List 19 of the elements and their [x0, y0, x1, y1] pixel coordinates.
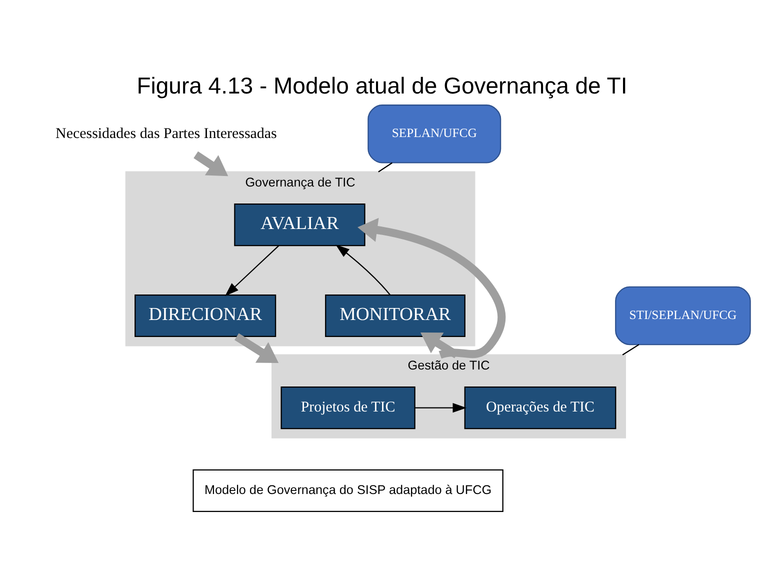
- node-box: SEPLAN/UFCG: [367, 104, 501, 163]
- node-box: AVALIAR: [234, 203, 365, 246]
- connector: [622, 344, 639, 355]
- node-box: DIRECIONAR: [134, 294, 276, 337]
- arrow: [234, 332, 278, 362]
- node-box: STI/SEPLAN/UFCG: [614, 286, 750, 345]
- node-text: Necessidades das Partes Interessadas: [55, 125, 276, 142]
- arrow: [414, 402, 466, 412]
- node-box: Projetos de TIC: [280, 386, 415, 429]
- arrow: [224, 244, 279, 296]
- node-box: Modelo de Governança do SISP adaptado à UFCG: [192, 468, 503, 512]
- arrow: [420, 332, 458, 358]
- arrow: [193, 150, 228, 176]
- connector: [378, 162, 392, 172]
- node-box: MONITORAR: [324, 294, 465, 337]
- arrow: [335, 244, 390, 295]
- diagram-title: Figura 4.13 - Modelo atual de Governança de TI: [136, 72, 627, 98]
- arrow: [357, 217, 506, 358]
- node-box: Operações de TIC: [464, 386, 616, 429]
